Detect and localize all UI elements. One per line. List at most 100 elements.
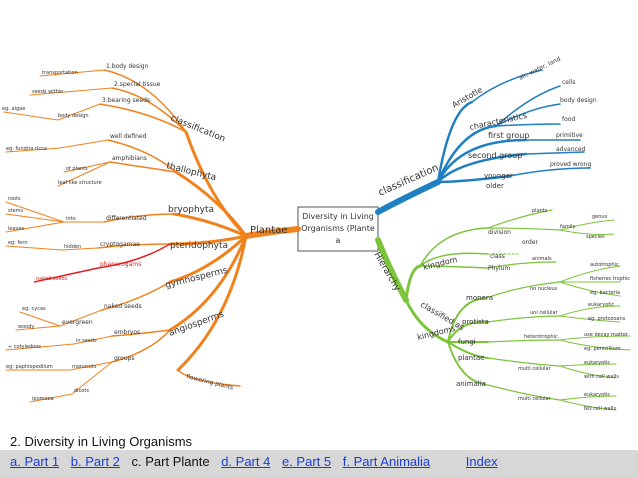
eukaryotic-protista-label: eukaryotic [588,302,615,308]
with-cell-walls-label: with cell walls [584,374,619,380]
heterotrophic-fungi-label: heterotrophic [524,334,558,340]
link-index[interactable]: Index [465,454,498,469]
into-label: into [66,216,76,222]
footer: 2. Diversity in Living Organisms a. Part… [0,432,638,478]
no-nucleus-label: no nucleus [530,286,558,292]
footer-title: 2. Diversity in Living Organisms [10,434,193,449]
primitive-label: primitive [556,132,583,139]
plantae-branch [3,69,301,403]
well-defined-label: well defined [110,133,147,140]
link-part-5[interactable]: e. Part 5 [281,454,332,469]
of-plants-label: of plants [66,166,88,172]
classification-labels: classification Aristotle air, water, lan… [377,55,597,198]
link-part-1[interactable]: a. Part 1 [10,454,60,469]
eg-algae-label: eg: algae [2,106,25,112]
flowering-plants-label: flowering plants [186,373,234,391]
pteridophyta-label: pteridophyta [170,241,228,251]
body-design-1-label: 1.body design [106,63,149,70]
roots-label: roots [8,196,21,202]
naked-seeds-label: naked seeds [104,303,142,310]
groups-label: groups [114,355,135,362]
transportation-label: transportation [42,70,78,76]
order-label: order [522,239,539,246]
no-cell-walls-label: NO cell walls [584,406,616,412]
autotrophic-label: autotrophic [590,262,619,268]
older-label: older [486,182,504,190]
nav-bar: a. Part 1 b. Part 2 c. Part Plante d. Pa… [0,450,638,478]
second-group-label: second group [468,151,522,160]
plantae-label: Plantae [250,225,287,236]
species-label: species [586,234,605,240]
paphiopedilum-label: eg: paphiopedilum [6,364,53,370]
proved-wrong-label: proved wrong [550,161,591,168]
multi-cellular-plantae-label: multi cellular [518,366,552,372]
cotyledons-label: ≈ cotyledons [8,344,41,350]
body-design-right-label: body design [560,97,597,104]
plants-label: plants [532,208,548,214]
current-part-label: c. Part Plante [131,454,210,469]
food-label: food [562,116,575,123]
hidden-label: hidden [64,244,81,250]
evergreen-label: evergreen [62,319,93,326]
classification-left-label: classification [169,114,227,145]
family-label: family [560,224,575,230]
use-decay-label: use decay matter [584,332,629,338]
special-tissue-label: 2.special tissue [114,81,161,88]
phanerogams-link [33,243,171,283]
seeds-within-label: seeds within [32,89,63,95]
naked-seeds-red-label: naked seeds [36,276,68,282]
leaf-like-label: leaf like structure [58,180,102,186]
mind-map: Diversity in Living Organisms (Plante a [2,55,631,412]
younger-label: younger [484,172,513,180]
bryophyta-label: bryophyta [168,205,214,215]
genus-label: genus [592,214,608,220]
air-water-land-label: air, water, land [518,55,562,81]
eg-penicillium-label: eg: penicillium [584,346,621,352]
bearing-seeds-label: 3.bearing seeds [102,97,150,104]
in-seeds-label: in seeds [76,338,97,344]
link-part-4[interactable]: d. Part 4 [221,454,271,469]
plantae-kingdom-label: plantae [458,354,484,362]
gymnosperms-label: gymnosperms [164,266,229,291]
cells-label: cells [562,79,575,86]
phanerogams-label: phanerogams [100,261,141,268]
advanced-label: advanced [556,146,586,153]
characteristics-label: characteristics [469,111,528,132]
center-line-3: a [336,236,341,245]
eg-fern-label: eg: fern [8,240,28,246]
link-part-animalia[interactable]: f. Part Animalia [342,454,431,469]
fungi-label: fungi [458,338,476,346]
amphibians-label: amphibians [112,155,147,162]
first-group-label: first group [488,131,529,140]
woody-label: woody [18,324,34,330]
uni-cellular-label: uni cellular [530,310,559,316]
monocots-label: monocots [72,364,97,370]
phylum-label: Phylum [488,265,510,272]
cryptogamae-label: cryptogamae [100,241,140,248]
center-line-2: Organisms (Plante [301,224,375,233]
heterotrophic-monera-label: fisheries trophic [590,276,630,282]
center-line-1: Diversity in Living [302,212,374,221]
differentiated-label: differentiated [106,215,147,222]
animals-label: animals [532,256,552,262]
angiosperms-label: angiosperms [168,310,226,339]
embryos-label: embryos [114,329,140,336]
eg-cycas-label: eg: cycas [22,306,46,312]
dicots-label: dicots [74,388,89,394]
eukaryotic-animalia-label: eukaryotic [584,392,611,398]
protista-label: protista [462,318,489,326]
ipomoea-label: ipomoea [32,396,54,402]
stems-label: stems [8,208,24,214]
multi-cellular-animalia-label: multi cellular [518,396,552,402]
eg-bacteria-label: eg: bacteria [590,290,620,296]
kingdom-label: kingdom [422,255,458,272]
class-label: class [490,253,505,260]
animalia-label: animalia [456,380,486,388]
eg-protozoans-label: eg: protozoans [588,316,626,322]
link-part-2[interactable]: b. Part 2 [70,454,120,469]
thallophyta-label: thallophyta [165,161,217,183]
center-node [297,206,379,252]
classification-branch [375,69,591,215]
leaves-label: leaves [8,226,25,232]
part-navigation: a. Part 1 b. Part 2 c. Part Plante d. Pa… [10,454,506,469]
